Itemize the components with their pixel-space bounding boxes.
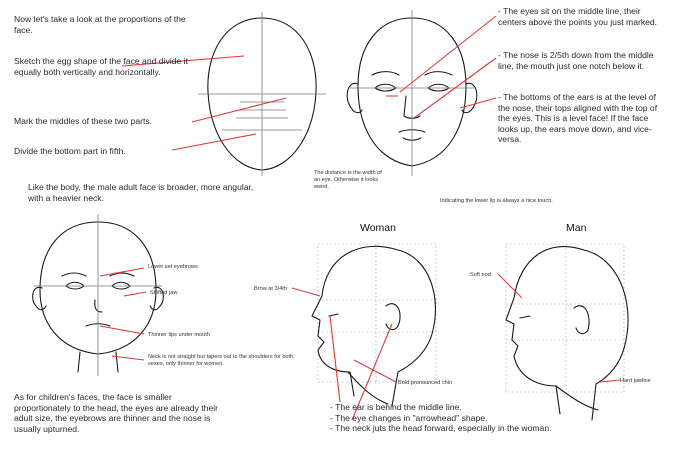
note-intro: Now let's take a look at the proportions… bbox=[14, 14, 194, 35]
heading-woman: Woman bbox=[360, 222, 396, 234]
adult-front-face bbox=[347, 10, 477, 176]
label-shifted-jaw: Shifted jaw bbox=[150, 290, 250, 297]
note-profile: - The ear is behind the middle line. - T… bbox=[330, 402, 630, 434]
note-nose: - The nose is 2/5th down from the middle… bbox=[498, 50, 670, 71]
note-sketch: Sketch the egg shape of the face and div… bbox=[14, 56, 198, 77]
note-mark-middles: Mark the middles of these two parts. bbox=[14, 116, 194, 127]
label-soft-nod: Soft nod bbox=[470, 272, 510, 279]
note-eye-distance: The distance is the width of an eye. Oth… bbox=[314, 170, 384, 191]
egg-head-guide bbox=[198, 12, 326, 176]
man-profile bbox=[506, 244, 628, 420]
note-children: As for children's faces, the face is sma… bbox=[14, 392, 224, 434]
label-neck-note: Neck is not straight but tapers out to t… bbox=[148, 354, 298, 368]
label-lower-eyebrows: Lower set eyebrows bbox=[148, 264, 268, 271]
note-ears: - The bottoms of the ears is at the leve… bbox=[498, 92, 670, 145]
note-eyes-middle: - The eyes sit on the middle line, their… bbox=[498, 6, 670, 27]
label-brow-width: Brow at 3/4th bbox=[254, 286, 314, 293]
label-hard-jawline: Hard jawline bbox=[620, 378, 672, 385]
child-front-face bbox=[33, 214, 164, 376]
label-bold-chin: Bold pronounced chin bbox=[398, 380, 508, 387]
note-divide-bottom: Divide the bottom part in fifth. bbox=[14, 146, 194, 157]
label-thinner-lips: Thinner lips under mouth bbox=[148, 332, 268, 339]
note-male-face: Like the body, the male adult face is br… bbox=[28, 182, 258, 203]
heading-man: Man bbox=[566, 222, 586, 234]
note-lower-lip: Indicating the lower lip is always a nic… bbox=[440, 198, 636, 205]
